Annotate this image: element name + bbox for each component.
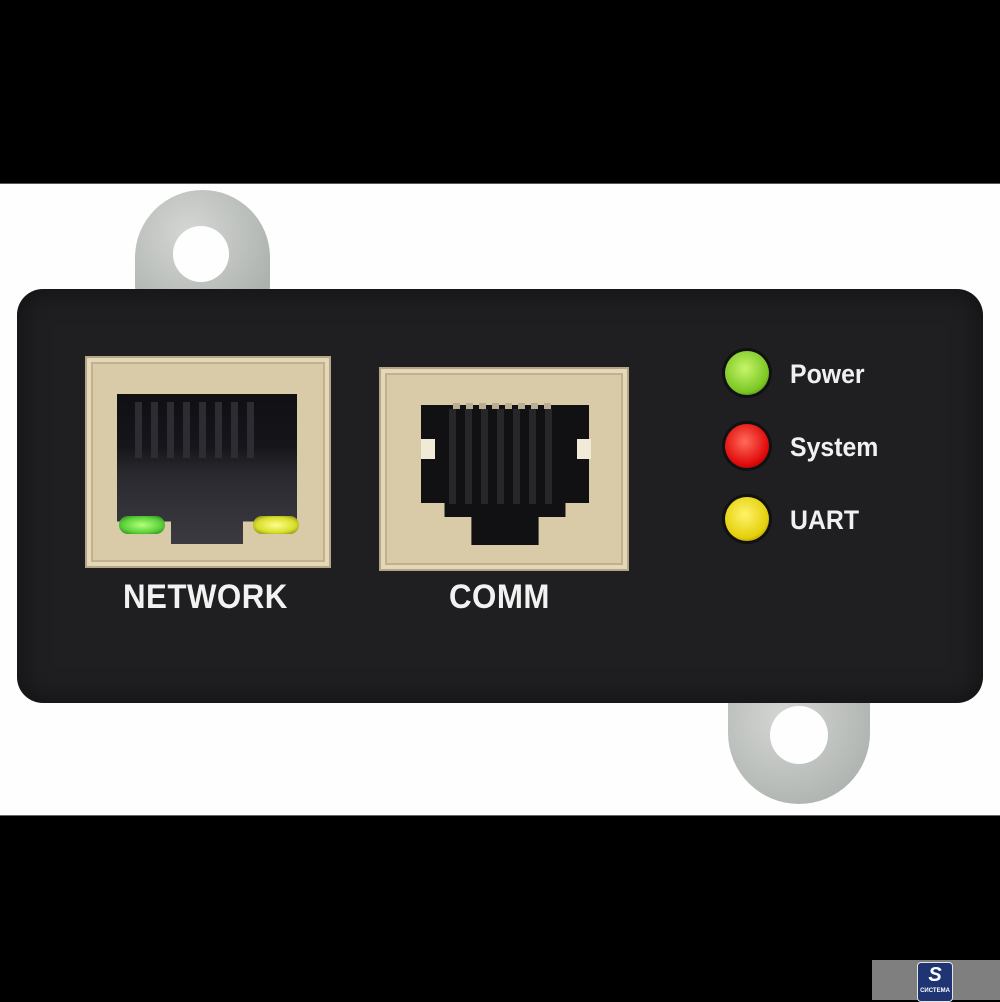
power-led-icon [725, 351, 769, 395]
latch-tab-left [421, 439, 435, 459]
uart-led-icon [725, 497, 769, 541]
top-letterbox-band [0, 0, 1000, 184]
system-led-label: System [790, 432, 879, 462]
jack-pins [449, 409, 552, 504]
uart-led-label: UART [790, 505, 859, 535]
comm-port[interactable] [379, 367, 629, 571]
logo-text: СИСТЕМА [920, 988, 950, 994]
power-led-label: Power [790, 359, 865, 389]
card-front-panel: NETWORK COMM Power System UART [17, 289, 983, 703]
logo-glyph: S [928, 964, 942, 986]
latch-tab-right [577, 439, 591, 459]
network-port-label: NETWORK [123, 578, 288, 616]
watermark-logo: S СИСТЕМА [872, 960, 1000, 1002]
screw-hole-icon [770, 706, 828, 764]
network-port[interactable] [85, 356, 331, 568]
jack-pins [135, 402, 254, 458]
screw-hole-icon [173, 226, 229, 282]
jack-contacts [453, 403, 557, 409]
system-led-icon [725, 424, 769, 468]
bottom-letterbox-band [0, 815, 1000, 1001]
link-led-green-icon [119, 516, 165, 534]
comm-port-label: COMM [449, 578, 550, 616]
activity-led-yellow-icon [253, 516, 299, 534]
sistema-logo-icon: S СИСТЕМА [917, 962, 953, 1002]
